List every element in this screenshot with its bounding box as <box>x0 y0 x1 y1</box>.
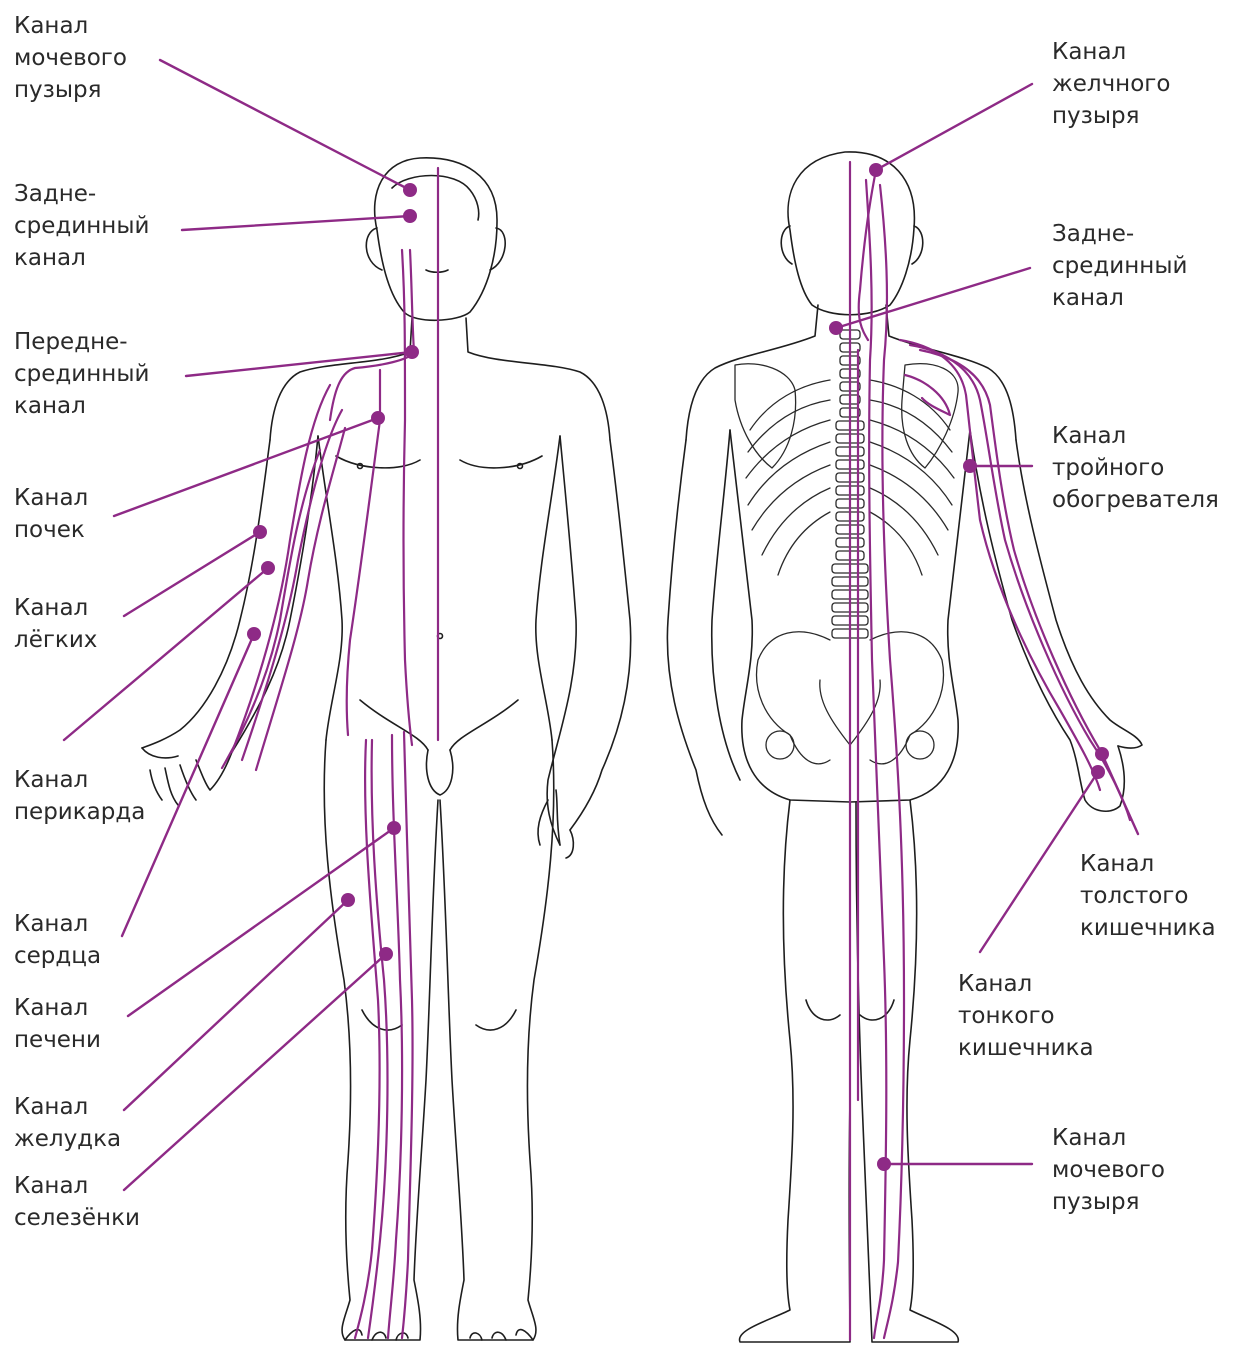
back-upper-back-line <box>905 375 950 415</box>
point-triple-burner-dot <box>963 459 977 473</box>
point-gallbladder-dot <box>869 163 883 177</box>
front-leg-line-3 <box>355 740 380 1338</box>
front-kidney-line <box>347 370 380 735</box>
point-pericardium-dot <box>261 561 275 575</box>
back-small-intestine-line <box>920 350 1100 750</box>
leader-governing-back <box>836 268 1030 328</box>
point-lung-dot <box>253 525 267 539</box>
point-spleen-dot <box>379 947 393 961</box>
leader-kidney <box>114 418 378 516</box>
leader-large-intestine <box>1102 754 1138 834</box>
front-leg-line-4 <box>402 732 413 1338</box>
front-stomach-line <box>402 250 412 745</box>
point-governing-front-dot <box>403 209 417 223</box>
leader-bladder-front <box>160 60 410 190</box>
point-bladder-front-dot <box>403 183 417 197</box>
point-stomach-dot <box>341 893 355 907</box>
skeleton <box>735 330 958 764</box>
point-bladder-back-dot <box>877 1157 891 1171</box>
front-conception-line <box>330 250 414 420</box>
point-governing-back-dot <box>829 321 843 335</box>
point-small-intestine-dot <box>1091 765 1105 779</box>
point-conception-dot <box>405 345 419 359</box>
front-leg-line-1 <box>368 740 387 1338</box>
point-large-intestine-dot <box>1095 747 1109 761</box>
leader-lung <box>124 532 260 616</box>
leader-liver <box>128 828 394 1016</box>
leader-gallbladder <box>876 84 1032 170</box>
point-liver-dot <box>387 821 401 835</box>
point-kidney-dot <box>371 411 385 425</box>
back-large-intestine-line <box>910 345 1130 820</box>
point-heart-dot <box>247 627 261 641</box>
leader-stomach <box>124 900 348 1110</box>
